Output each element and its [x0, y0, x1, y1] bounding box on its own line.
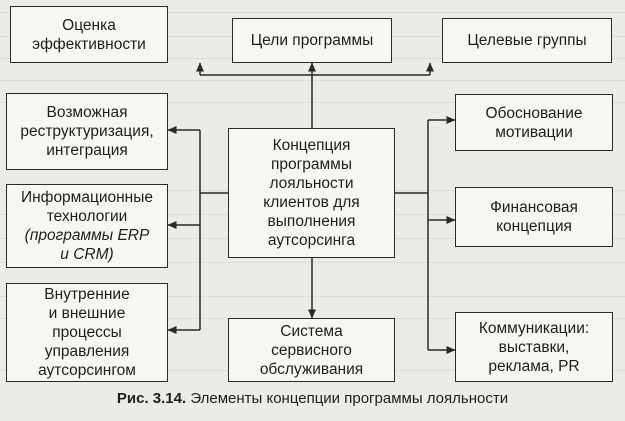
box-service-system: Система сервисного обслуживания: [228, 318, 395, 382]
box-efficiency-evaluation: Оценка эффективности: [10, 6, 168, 63]
figure-caption: Рис. 3.14. Элементы концепции программы …: [0, 390, 625, 407]
figure-number: Рис. 3.14.: [116, 390, 187, 407]
box-target-groups: Целевые группы: [442, 18, 612, 63]
box-financial-concept: Финансовая концепция: [455, 187, 613, 247]
figure-title: Элементы концепции программы лояльности: [190, 390, 509, 407]
box-outsourcing-processes: Внутренние и внешние процессы управления…: [6, 283, 168, 382]
box-program-goals: Цели программы: [232, 18, 392, 63]
box-communications: Коммуникации: выставки, реклама, PR: [455, 312, 613, 382]
box-motivation: Обоснование мотивации: [455, 94, 613, 151]
box-loyalty-concept: Концепция программы лояльности клиентов …: [228, 128, 395, 258]
box-information-technologies: Информационные технологии (программы ERP…: [6, 184, 168, 268]
box-restructuring: Возможная реструктуризация, интеграция: [6, 93, 168, 170]
